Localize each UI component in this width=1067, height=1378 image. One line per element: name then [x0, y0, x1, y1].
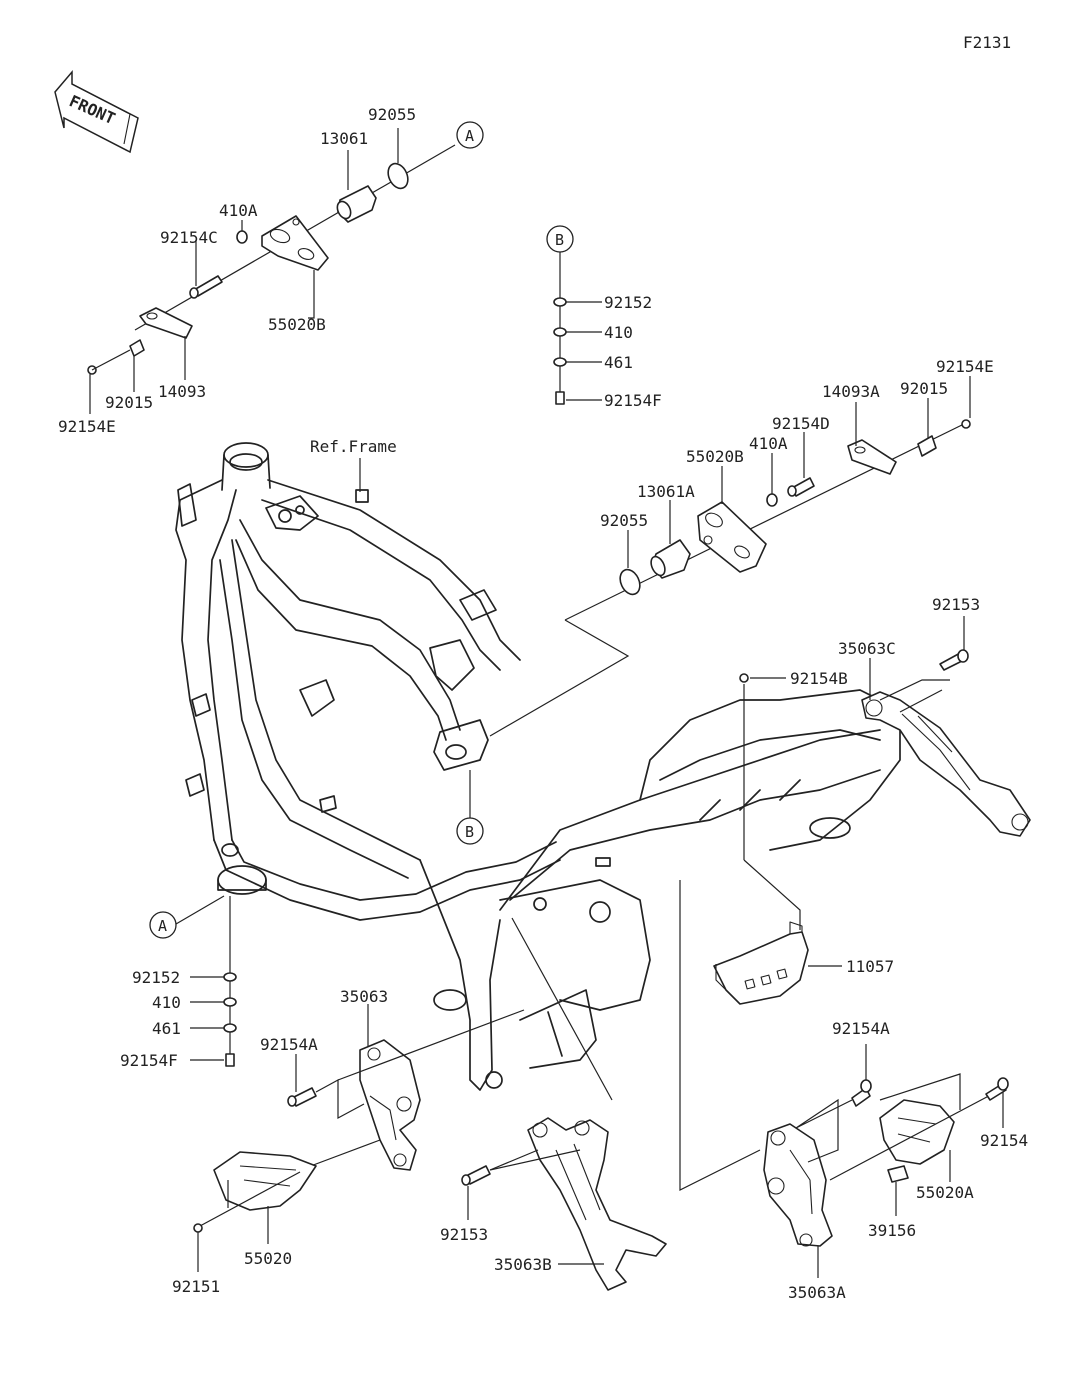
o-ring-92055-top — [387, 162, 409, 190]
bolt-92154D — [787, 477, 815, 497]
label-13061: 13061 — [320, 129, 368, 148]
collar-92015-right — [917, 435, 937, 457]
bushing-13061 — [336, 185, 377, 223]
label-14093: 14093 — [158, 382, 206, 401]
label-92153-top: 92153 — [932, 595, 980, 614]
label-92153-bottom: 92153 — [440, 1225, 488, 1244]
bolt-92154B — [739, 673, 749, 683]
label-410-top: 410 — [604, 323, 633, 342]
label-410-bottom: 410 — [152, 993, 181, 1012]
bracket-55020B-top — [261, 215, 329, 271]
callout-B-bottom: B — [456, 770, 484, 845]
label-35063B: 35063B — [494, 1255, 552, 1274]
label-461-top: 461 — [604, 353, 633, 372]
washer-410-top — [553, 327, 567, 337]
left-footpeg-bracket-35063: 35063 92154A — [260, 987, 525, 1171]
label-35063A: 35063A — [788, 1283, 846, 1302]
bolt-92154C — [189, 275, 223, 299]
cover-55020A: 92154 55020A 39156 — [829, 1073, 1028, 1240]
label-39156: 39156 — [868, 1221, 916, 1240]
label-92055-top: 92055 — [368, 105, 416, 124]
plate-14093 — [139, 307, 193, 339]
label-92154A-left: 92154A — [260, 1035, 318, 1054]
label-35063: 35063 — [340, 987, 388, 1006]
fastener-stack-A-bottom: A 92152 410 461 92154F — [120, 895, 237, 1070]
svg-text:A: A — [465, 127, 474, 145]
clip-39156 — [887, 1165, 909, 1183]
washer-461-bottom — [223, 1023, 237, 1033]
cover-55020: 92151 55020 — [172, 1151, 317, 1296]
washer-410A-right — [766, 493, 778, 507]
top-left-engine-mount-assembly: 92055 13061 410A 92154C 55020B 14093 920… — [58, 105, 456, 436]
label-92154E-left: 92154E — [58, 417, 116, 436]
right-footpeg-bracket-35063C: 92154B 92153 35063C — [739, 595, 1031, 930]
label-55020B-right: 55020B — [686, 447, 744, 466]
svg-text:B: B — [465, 823, 474, 841]
label-92015-left: 92015 — [105, 393, 153, 412]
bushing-13061A — [650, 539, 691, 579]
label-92152-bottom: 92152 — [132, 968, 180, 987]
callout-B-top: B — [555, 231, 564, 249]
front-arrow-icon: FRONT — [54, 69, 139, 154]
label-35063C: 35063C — [838, 639, 896, 658]
label-92151: 92151 — [172, 1277, 220, 1296]
guard-11057: 11057 — [713, 921, 894, 1005]
bolt-head-92153-top — [957, 649, 969, 663]
callout-A-bottom: A — [158, 917, 167, 935]
label-92154: 92154 — [980, 1131, 1028, 1150]
label-410A-right: 410A — [749, 434, 788, 453]
label-92154E-right: 92154E — [936, 357, 994, 376]
rear-footpeg-bracket-35063B: 92153 35063B — [440, 917, 667, 1291]
label-14093A: 14093A — [822, 382, 880, 401]
right-rear-bracket-35063A: 35063A 92154A — [679, 880, 890, 1302]
screw-92154E-right — [961, 419, 971, 429]
label-92152-top: 92152 — [604, 293, 652, 312]
figure-code: F2131 — [963, 33, 1011, 52]
plate-14093A — [847, 439, 897, 475]
label-ref-frame: Ref.Frame — [310, 437, 397, 456]
label-92154C: 92154C — [160, 228, 218, 247]
callout-A-top: A — [456, 121, 484, 149]
label-92055-right: 92055 — [600, 511, 648, 530]
label-92154F-bottom: 92154F — [120, 1051, 178, 1070]
washer-410A-top — [236, 230, 248, 244]
fastener-stack-B-top: B 92152 410 461 92154F — [546, 225, 662, 410]
washer-461-top — [553, 357, 567, 367]
label-461-bottom: 461 — [152, 1019, 181, 1038]
washer-410-bottom — [223, 997, 237, 1007]
label-11057: 11057 — [846, 957, 894, 976]
label-92154B: 92154B — [790, 669, 848, 688]
label-13061A: 13061A — [637, 482, 695, 501]
nut-92152-bottom — [223, 972, 237, 982]
top-right-engine-mount-assembly: 92154E 92015 14093A 92154D 410A 55020B 1… — [564, 357, 994, 621]
label-410A-top: 410A — [219, 201, 258, 220]
screw-92151 — [193, 1223, 203, 1233]
o-ring-92055-right — [619, 568, 641, 596]
label-55020: 55020 — [244, 1249, 292, 1268]
label-92154A-right: 92154A — [832, 1019, 890, 1038]
bracket-55020B-right — [697, 501, 767, 573]
bolt-92154F-bottom — [225, 1053, 235, 1067]
collar-92015-left — [129, 339, 145, 357]
label-55020B-top: 55020B — [268, 315, 326, 334]
nut-92152-top — [553, 297, 567, 307]
label-92154D: 92154D — [772, 414, 830, 433]
label-92015-right: 92015 — [900, 379, 948, 398]
label-55020A: 55020A — [916, 1183, 974, 1202]
label-92154F-top: 92154F — [604, 391, 662, 410]
bolt-92154F-top — [555, 391, 565, 405]
motorcycle-frame — [175, 442, 901, 1091]
